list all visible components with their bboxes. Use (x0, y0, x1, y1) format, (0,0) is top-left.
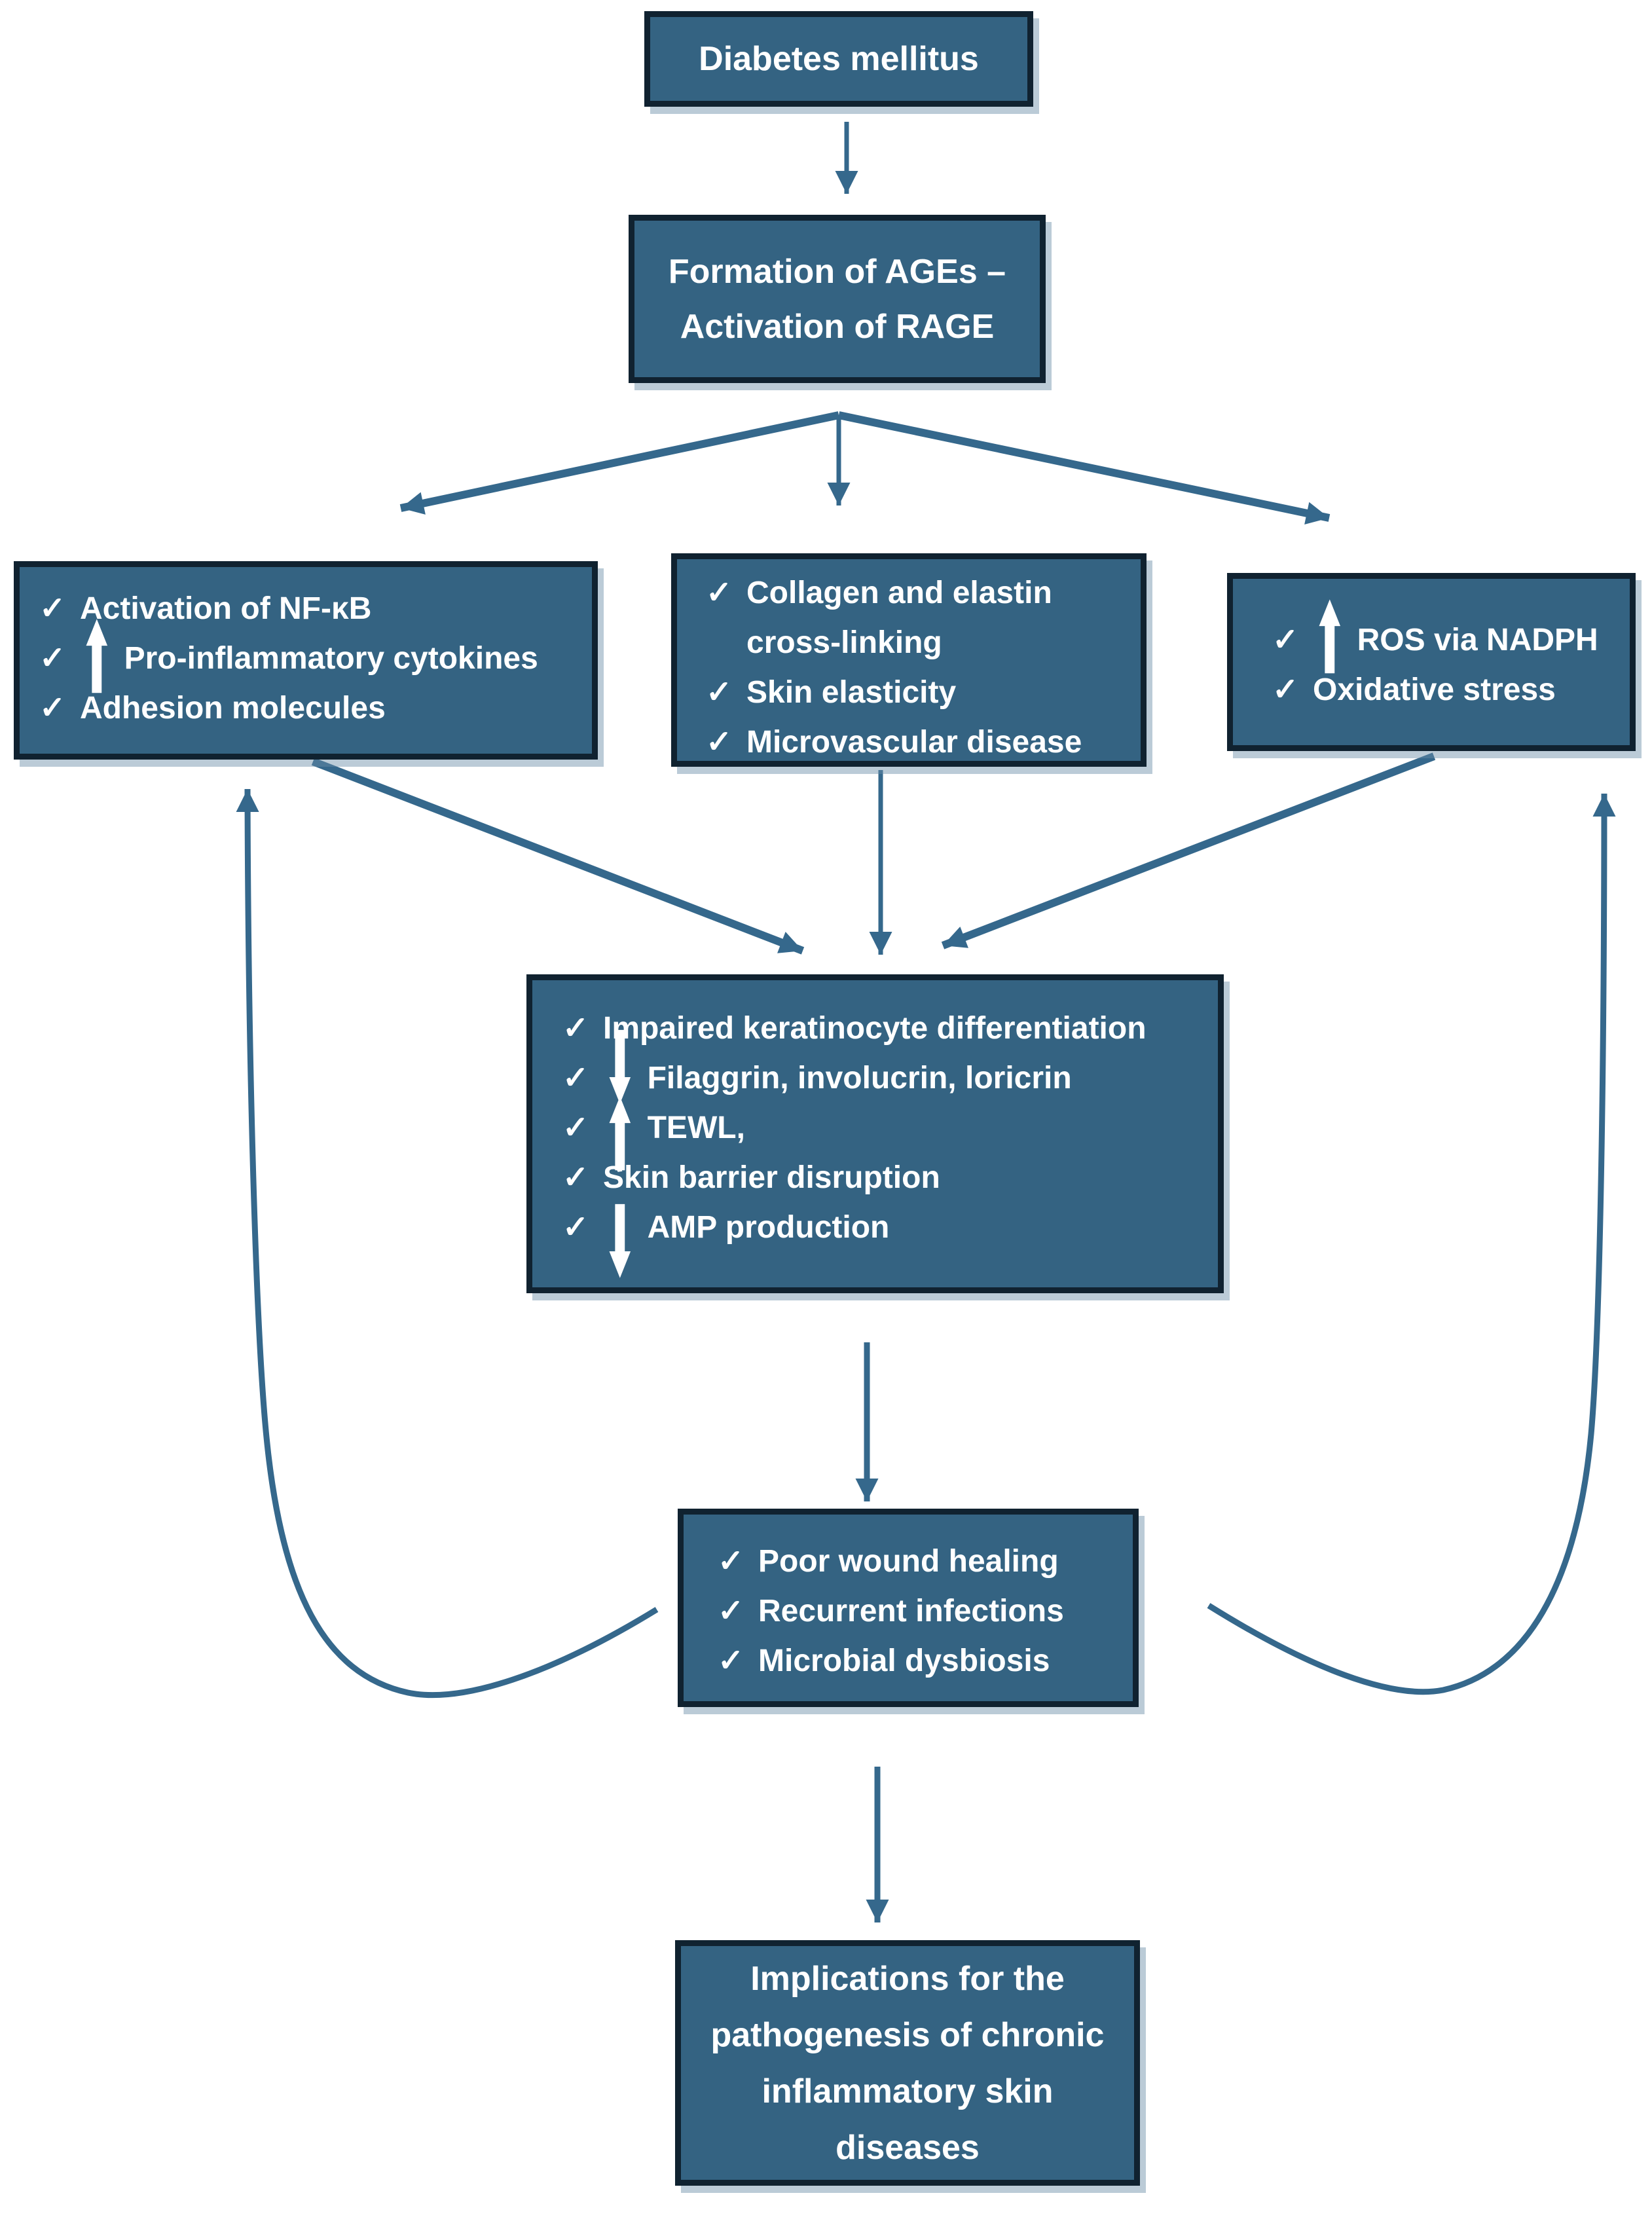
down-arrow-icon: ⬇ (604, 1190, 636, 1295)
nfkb-inflammation-box: ✓Activation of NF-κB ✓⬆Pro-inflammatory … (14, 561, 598, 760)
list-item-text: Pro-inflammatory cytokines (124, 641, 538, 676)
down-arrow-icon: ⬇ (604, 1016, 636, 1120)
list-item-text: Adhesion molecules (80, 691, 386, 726)
box-text: Diabetes mellitus (699, 40, 979, 78)
keratinocyte-barrier-box: ✓ Impaired keratinocyte differentiation ✓… (526, 974, 1224, 1293)
list-item-text: Skin barrier disruption (603, 1160, 940, 1195)
list-item-text: Impaired keratinocyte differentiation (603, 1011, 1147, 1046)
list-item-text: Poor wound healing (758, 1544, 1059, 1579)
list-item: ✓⬇Filaggrin, involucrin, loricrin (562, 1021, 1213, 1115)
feedback-curve-wound-to-ros (1207, 793, 1616, 1695)
list-item: ✓⬆TEWL, (562, 1091, 1213, 1185)
check-icon: ✓ (562, 1210, 589, 1245)
list-item-text: TEWL, (647, 1111, 745, 1145)
list-item-text: Microbial dysbiosis (758, 1644, 1050, 1678)
check-icon: ✓ (562, 1111, 589, 1145)
collagen-elastin-box: ✓ Collagen and elastin cross-linking ✓ Ski… (671, 553, 1147, 767)
implications-box: Implications for the pathogenesis of chr… (675, 1940, 1140, 2186)
arrow-ages-to-nfkb (399, 411, 840, 515)
up-arrow-icon: ⬆ (1313, 588, 1346, 693)
list-item-text: Collagen and elastin cross-linking (746, 576, 1052, 660)
check-icon: ✓ (706, 725, 733, 760)
list-item: ✓ Skin elasticity (706, 668, 1134, 718)
list-item-text: Microvascular disease (746, 725, 1082, 760)
check-icon: ✓ (706, 576, 733, 610)
box-text-line: Implications for the (750, 1959, 1065, 1998)
arrow-ages-to-ros (837, 411, 1331, 524)
list-item-text: Oxidative stress (1313, 672, 1556, 707)
list-item: ✓ Activation of NF-κB (39, 584, 584, 634)
list-item: ✓ Collagen and elastin cross-linking (706, 568, 1134, 668)
ages-rage-box: Formation of AGEs – Activation of RAGE (629, 215, 1046, 383)
list-item: ✓ Skin barrier disruption (562, 1153, 1213, 1203)
list-item: ✓ Adhesion molecules (39, 684, 584, 733)
box-text-line: inflammatory skin (762, 2072, 1054, 2110)
feedback-curve-wound-to-nfkb (236, 788, 659, 1699)
arrow-nfkb-to-keratinocyte (311, 758, 805, 955)
list-item: ✓ Poor wound healing (718, 1537, 1126, 1587)
list-item-text: AMP production (647, 1210, 890, 1245)
list-item: ✓ Microbial dysbiosis (718, 1636, 1126, 1686)
check-icon: ✓ (718, 1594, 744, 1628)
check-icon: ✓ (39, 691, 66, 726)
ros-oxidative-stress-box: ✓⬆ROS via NADPH ✓Oxidative stress (1227, 573, 1636, 751)
list-item: ✓⬆Pro-inflammatory cytokines (39, 614, 584, 707)
check-icon: ✓ (718, 1644, 744, 1678)
check-icon: ✓ (562, 1011, 589, 1046)
box-text-line: Activation of RAGE (680, 307, 995, 346)
check-icon: ✓ (562, 1160, 589, 1195)
box-text-line: pathogenesis of chronic (710, 2015, 1105, 2054)
check-icon: ✓ (39, 641, 66, 676)
diabetes-mellitus-box: Diabetes mellitus (644, 11, 1033, 107)
list-item: ✓⬆ROS via NADPH (1272, 594, 1623, 688)
check-icon: ✓ (706, 675, 733, 710)
list-item: ✓⬇AMP production (562, 1196, 1213, 1289)
check-icon: ✓ (39, 591, 66, 626)
up-arrow-icon: ⬆ (81, 608, 113, 712)
check-icon: ✓ (562, 1061, 589, 1095)
list-item-text: Skin elasticity (746, 675, 957, 710)
box-text-line: Formation of AGEs – (668, 252, 1006, 291)
wound-infection-box: ✓ Poor wound healing ✓ Recurrent infection… (678, 1509, 1139, 1707)
list-item: ✓ Recurrent infections (718, 1587, 1126, 1636)
list-item-text: Filaggrin, involucrin, loricrin (647, 1061, 1072, 1095)
list-item: ✓ Impaired keratinocyte differentiation (562, 1004, 1213, 1054)
check-icon: ✓ (1272, 672, 1299, 707)
list-item: ✓ Oxidative stress (1272, 665, 1623, 715)
check-icon: ✓ (718, 1544, 744, 1579)
up-arrow-icon: ⬆ (604, 1085, 636, 1190)
list-item: ✓ Microvascular disease (706, 718, 1134, 767)
check-icon: ✓ (1272, 623, 1299, 657)
list-item-text: Activation of NF-κB (80, 591, 372, 626)
list-item-text: Recurrent infections (758, 1594, 1064, 1628)
list-item-text: ROS via NADPH (1357, 623, 1598, 657)
arrow-ros-to-keratinocyte (941, 752, 1436, 949)
box-text-line: diseases (835, 2128, 980, 2167)
